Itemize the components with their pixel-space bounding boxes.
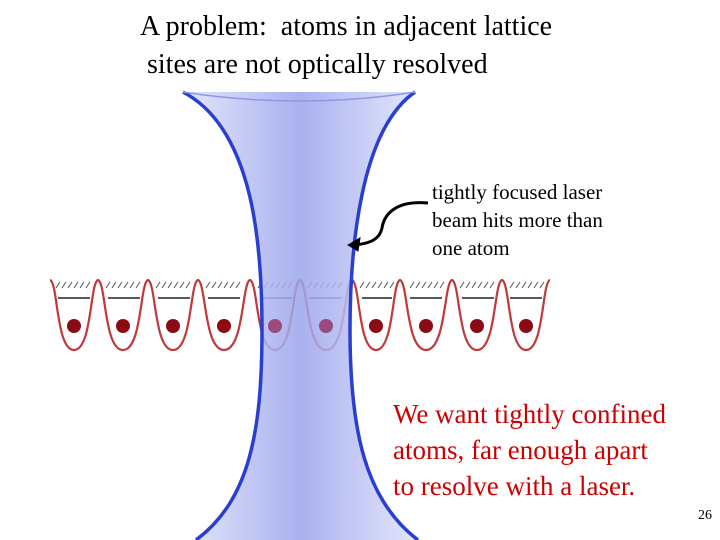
atom-in-beam: [268, 319, 282, 333]
atom-in-beam: [319, 319, 333, 333]
atom: [519, 319, 533, 333]
atom: [166, 319, 180, 333]
atom: [116, 319, 130, 333]
laser-beam: [182, 90, 420, 540]
callout-text: We want tightly confined atoms, far enou…: [393, 399, 667, 501]
beam-arrow: [347, 201, 429, 252]
laser-beam-body: [183, 92, 418, 540]
atom: [67, 319, 81, 333]
laser-beam-top-edge: [182, 91, 416, 102]
atom: [217, 319, 231, 333]
beam-label: tightly focused laser beam hits more tha…: [432, 180, 603, 260]
atom: [419, 319, 433, 333]
slide-title: A problem: atoms in adjacent lattice sit…: [140, 11, 553, 80]
atom: [470, 319, 484, 333]
laser-beam-left-edge: [182, 90, 264, 540]
laser-beam-right-edge: [348, 90, 420, 540]
arrow-shaft: [351, 201, 429, 247]
arrow-head: [347, 237, 361, 252]
page-number: 26: [698, 508, 712, 523]
atom: [369, 319, 383, 333]
atoms: [67, 319, 533, 333]
